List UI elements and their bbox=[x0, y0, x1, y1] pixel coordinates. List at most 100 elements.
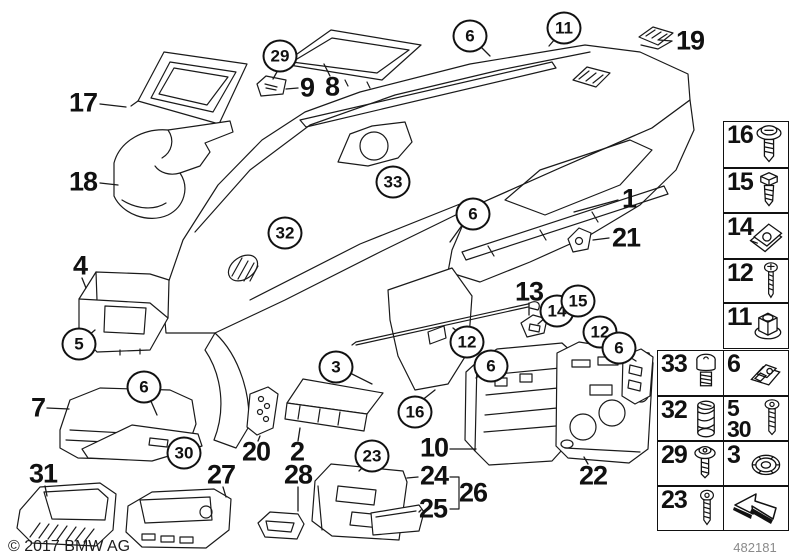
flange-nut-icon bbox=[754, 312, 782, 340]
leader-line-4 bbox=[81, 277, 87, 289]
leader-line-1 bbox=[573, 199, 619, 213]
legend-item-32[interactable]: 32 bbox=[657, 396, 724, 441]
part-control-module bbox=[125, 488, 232, 549]
oval-screw-icon bbox=[700, 489, 714, 526]
part-callout-23c[interactable]: 23 bbox=[354, 439, 390, 473]
leader-line-20 bbox=[257, 435, 261, 442]
leader-line-7 bbox=[46, 407, 70, 410]
part-callout-33c[interactable]: 33 bbox=[375, 165, 411, 199]
legend-item-14[interactable]: 14 bbox=[723, 213, 789, 259]
cage-nut-icon bbox=[750, 364, 781, 386]
part-callout-6b[interactable]: 6 bbox=[455, 197, 491, 231]
part-air-duct bbox=[113, 120, 234, 219]
legend-item-6[interactable]: 6 bbox=[723, 350, 789, 396]
part-callout-8[interactable]: 8 bbox=[324, 71, 340, 102]
legend-label: 15 bbox=[727, 168, 754, 196]
legend-label: 29 bbox=[661, 441, 688, 469]
part-column-bracket bbox=[78, 271, 170, 356]
part-support-rod bbox=[351, 301, 540, 346]
part-callout-6a[interactable]: 6 bbox=[452, 19, 488, 53]
part-callout-25[interactable]: 25 bbox=[418, 493, 448, 524]
part-trim-strip-25 bbox=[370, 504, 425, 536]
leader-line-3c bbox=[347, 371, 373, 385]
legend-item-33[interactable]: 33 bbox=[657, 350, 724, 396]
leader-line-6b bbox=[449, 223, 464, 243]
leader-line-2 bbox=[297, 427, 301, 442]
part-callout-12b[interactable]: 12 bbox=[582, 315, 618, 349]
leader-line-8 bbox=[323, 63, 331, 77]
part-callout-9[interactable]: 9 bbox=[299, 72, 315, 103]
part-callout-13[interactable]: 13 bbox=[514, 276, 544, 307]
part-callout-6c[interactable]: 6 bbox=[126, 370, 162, 404]
legend-item-23[interactable]: 23 bbox=[657, 486, 724, 531]
legend-label: 14 bbox=[727, 213, 754, 241]
expansion-plug-icon bbox=[697, 400, 715, 438]
torx-screw-icon bbox=[764, 399, 780, 436]
part-callout-24[interactable]: 24 bbox=[419, 460, 449, 491]
part-callout-7[interactable]: 7 bbox=[30, 392, 46, 423]
legend-item-3[interactable]: 3 bbox=[723, 441, 789, 486]
part-callout-1[interactable]: 1 bbox=[621, 183, 637, 214]
part-callout-4[interactable]: 4 bbox=[72, 250, 88, 281]
leader-line-24 bbox=[406, 476, 419, 479]
part-callout-11c[interactable]: 11 bbox=[546, 11, 582, 45]
part-callout-3c[interactable]: 3 bbox=[318, 350, 354, 384]
pan-screw-icon bbox=[763, 262, 778, 299]
part-clip-13 bbox=[520, 314, 548, 338]
leader-line-31 bbox=[44, 485, 48, 497]
part-callout-17[interactable]: 17 bbox=[68, 87, 98, 118]
part-callout-15c[interactable]: 15 bbox=[560, 284, 596, 318]
part-callout-28[interactable]: 28 bbox=[283, 459, 313, 490]
leader-line-17 bbox=[99, 103, 127, 108]
legend-item-11[interactable]: 11 bbox=[723, 303, 789, 349]
part-callout-19[interactable]: 19 bbox=[675, 25, 705, 56]
part-callout-6d[interactable]: 6 bbox=[473, 349, 509, 383]
legend-label: 3 bbox=[727, 441, 741, 469]
legend-label: 23 bbox=[661, 486, 688, 514]
legend-item-15[interactable]: 15 bbox=[723, 168, 789, 213]
part-callout-5c[interactable]: 5 bbox=[61, 327, 97, 361]
part-dashboard-lower-right bbox=[447, 99, 695, 283]
part-callout-31[interactable]: 31 bbox=[28, 458, 58, 489]
bracket-26 bbox=[449, 476, 460, 510]
part-callout-29[interactable]: 29 bbox=[262, 39, 298, 73]
leader-line-18 bbox=[99, 182, 119, 186]
leader-line-25 bbox=[418, 509, 422, 513]
legend-item-29[interactable]: 29 bbox=[657, 441, 724, 486]
clip-nut-icon bbox=[749, 223, 783, 253]
part-callout-2[interactable]: 2 bbox=[289, 436, 305, 467]
diagram-number: 482181 bbox=[733, 540, 777, 555]
part-callout-27[interactable]: 27 bbox=[206, 459, 236, 490]
direction-arrow-icon bbox=[733, 493, 777, 524]
leader-line-9 bbox=[285, 87, 299, 90]
part-callout-16c[interactable]: 16 bbox=[397, 395, 433, 429]
part-callout-30c[interactable]: 30 bbox=[166, 436, 202, 470]
copyright-notice: © 2017 BMW AG bbox=[8, 538, 131, 555]
part-callout-10[interactable]: 10 bbox=[419, 432, 449, 463]
push-retainer-icon bbox=[751, 454, 781, 476]
part-vent-grille-19 bbox=[638, 26, 674, 50]
legend-label: 6 bbox=[727, 350, 741, 378]
legend-item-16[interactable]: 16 bbox=[723, 121, 789, 168]
part-callout-32c[interactable]: 32 bbox=[267, 216, 303, 250]
part-callout-21[interactable]: 21 bbox=[611, 222, 641, 253]
part-callout-22[interactable]: 22 bbox=[578, 460, 608, 491]
part-callout-6e[interactable]: 6 bbox=[601, 331, 637, 365]
part-dashboard-side-panel bbox=[204, 332, 250, 449]
part-callout-20[interactable]: 20 bbox=[241, 436, 271, 467]
leader-line-22 bbox=[583, 456, 589, 465]
part-callout-18[interactable]: 18 bbox=[68, 166, 98, 197]
part-storage-tray bbox=[16, 482, 117, 547]
legend-item-12[interactable]: 12 bbox=[723, 259, 789, 303]
part-callout-26[interactable]: 26 bbox=[458, 477, 488, 508]
legend-item-direction[interactable] bbox=[723, 486, 789, 531]
part-dashboard-upper bbox=[162, 44, 691, 334]
washer-screw-icon bbox=[694, 446, 716, 479]
leader-line-27 bbox=[222, 486, 227, 498]
part-display-bezel bbox=[130, 51, 248, 125]
legend-label: 11 bbox=[727, 303, 752, 331]
